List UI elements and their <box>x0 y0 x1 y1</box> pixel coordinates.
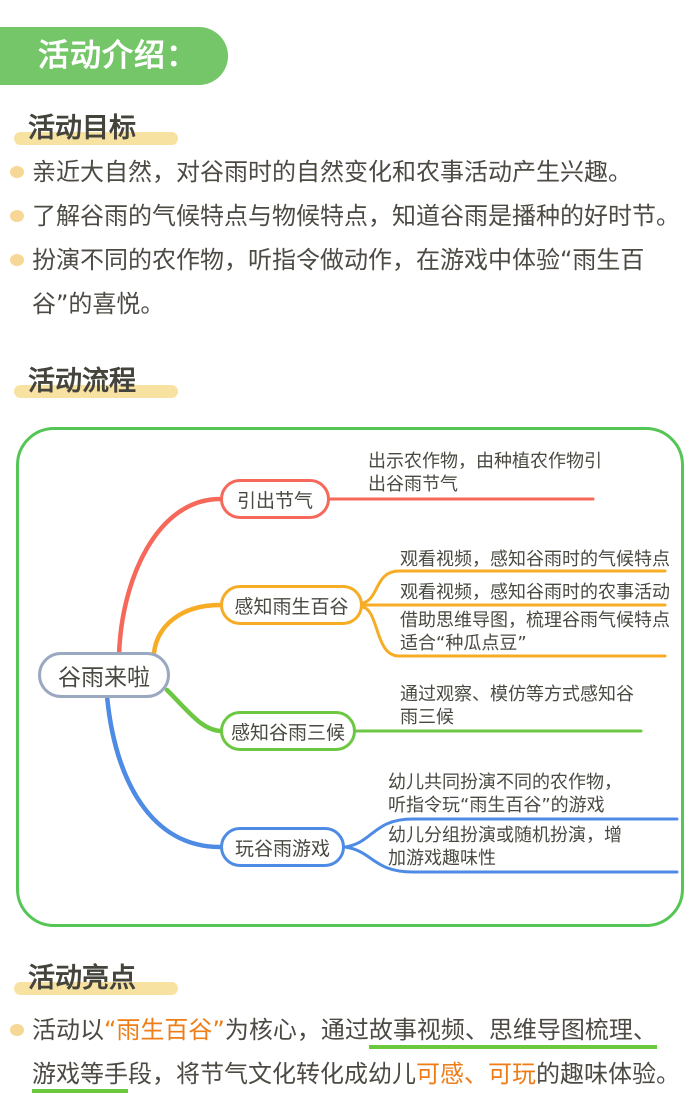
branch-curve-green <box>164 687 225 734</box>
mindmap-leaf: 幼儿分组扮演或随机扮演，增 加游戏趣味性 <box>388 825 622 869</box>
bullet-dot-icon <box>10 1024 24 1036</box>
mindmap-leaf: 借助思维导图，梳理谷雨气候特点 适合“种瓜点豆” <box>400 610 670 654</box>
mindmap-connectors <box>104 496 679 874</box>
mindmap-branch-label: 玩谷雨游戏 <box>234 837 330 860</box>
mindmap-root-node: 谷雨来啦 <box>38 652 170 698</box>
mindmap-root-label: 谷雨来啦 <box>58 665 150 691</box>
branch-curve-blue <box>104 693 223 850</box>
section-heading-goals: 活动目标 <box>14 106 178 145</box>
bullet-dot-icon <box>10 210 24 222</box>
section-heading-goals-text: 活动目标 <box>14 106 178 145</box>
mindmap-branch-node-play-game: 玩谷雨游戏 <box>220 827 345 867</box>
section-heading-highlights: 活动亮点 <box>14 956 178 995</box>
mindmap-branch-label: 感知谷雨三候 <box>230 721 345 744</box>
mindmap-leaf: 观看视频，感知谷雨时的农事活动 <box>400 582 670 603</box>
mindmap-leaf: 通过观察、模仿等方式感知谷 雨三候 <box>400 684 634 728</box>
section-heading-highlights-text: 活动亮点 <box>14 956 178 995</box>
bullet-dot-icon <box>10 254 24 266</box>
goal-item: 亲近大自然，对谷雨时的自然变化和农事活动产生兴趣。 <box>10 150 690 194</box>
mindmap-leaf: 出示农作物，由种植农作物引 出谷雨节气 <box>368 451 602 495</box>
bullet-dot-icon <box>10 166 24 178</box>
mindmap-branch-label: 感知雨生百谷 <box>234 595 349 618</box>
mindmap: 谷雨来啦 引出节气 感知雨生百谷 感知谷雨三候 玩谷雨游戏 出示农作物，由种植农… <box>16 427 684 927</box>
mindmap-branch-node-perceive-rain: 感知雨生百谷 <box>220 585 363 625</box>
goals-list: 亲近大自然，对谷雨时的自然变化和农事活动产生兴趣。 了解谷雨的气候特点与物候特点… <box>10 150 690 326</box>
section-heading-flow-text: 活动流程 <box>14 359 178 398</box>
highlights-text: 活动以“雨生百谷”为核心，通过故事视频、思维导图梳理、 游戏等手段，将节气文化转… <box>10 1008 694 1096</box>
goal-item: 扮演不同的农作物，听指令做动作，在游戏中体验“雨生百 谷”的喜悦。 <box>10 238 690 326</box>
mindmap-branch-node-introduce-term: 引出节气 <box>220 479 330 519</box>
goal-text: 扮演不同的农作物，听指令做动作，在游戏中体验“雨生百 谷”的喜悦。 <box>32 246 645 318</box>
mindmap-branch-node-three-phases: 感知谷雨三候 <box>220 711 356 751</box>
mindmap-leaf: 观看视频，感知谷雨时的气候特点 <box>400 549 670 570</box>
leaf-line-yellow-3 <box>361 605 667 658</box>
goal-text: 了解谷雨的气候特点与物候特点，知道谷雨是播种的好时节。 <box>32 202 680 230</box>
mindmap-leaf: 幼儿共同扮演不同的农作物， 听指令玩“雨生百谷”的游戏 <box>388 772 622 816</box>
branch-curve-red <box>116 496 223 659</box>
mindmap-branch-label: 引出节气 <box>236 489 313 512</box>
leaf-line-blue-2 <box>343 845 679 874</box>
section-heading-flow: 活动流程 <box>14 359 178 398</box>
goal-text: 亲近大自然，对谷雨时的自然变化和农事活动产生兴趣。 <box>32 158 632 186</box>
highlights-paragraph: 活动以“雨生百谷”为核心，通过故事视频、思维导图梳理、 游戏等手段，将节气文化转… <box>10 1008 694 1096</box>
page-title-banner: 活动介绍： <box>0 27 228 85</box>
page-title: 活动介绍： <box>38 38 198 74</box>
leaf-line-yellow-1 <box>361 569 667 605</box>
goal-item: 了解谷雨的气候特点与物候特点，知道谷雨是播种的好时节。 <box>10 194 690 238</box>
leaf-line-blue-1 <box>343 817 679 849</box>
branch-curve-yellow <box>151 602 223 656</box>
